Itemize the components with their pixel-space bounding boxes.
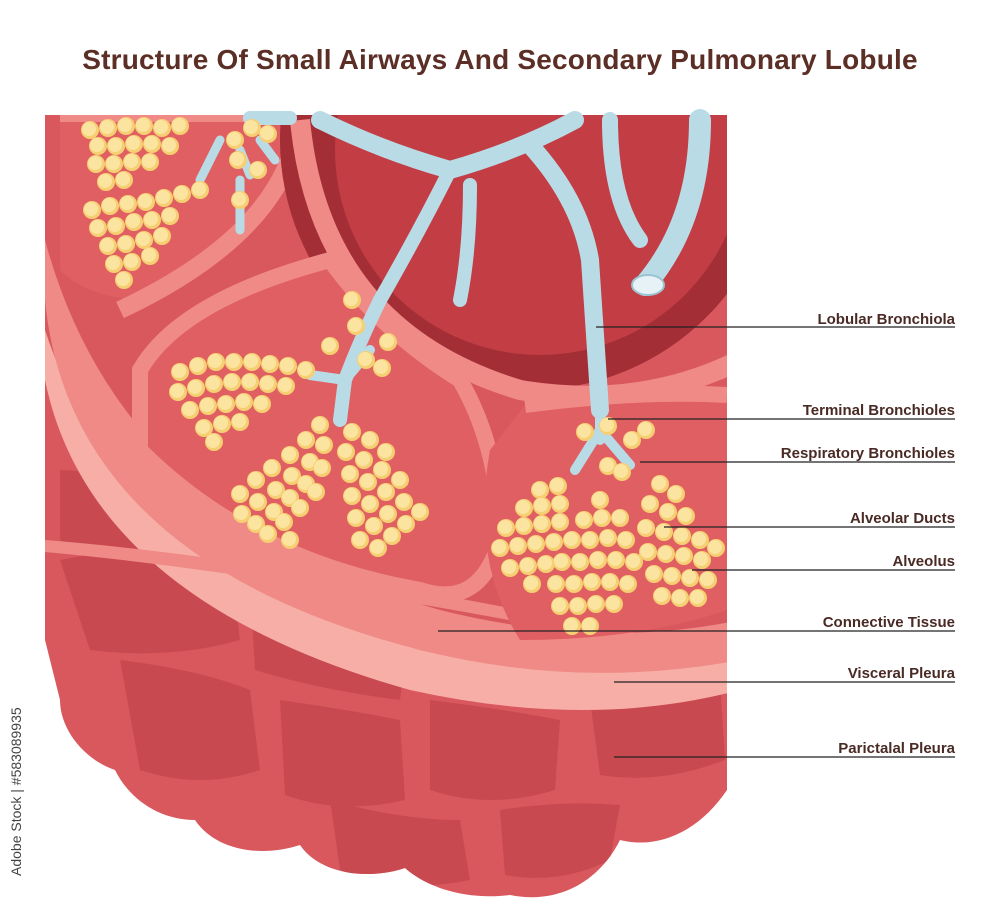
airway-opening xyxy=(631,274,665,296)
visceral-pleura-band xyxy=(45,330,727,710)
airway-tree xyxy=(195,109,711,475)
label-parietal-pleura: Parictalal Pleura xyxy=(838,740,955,757)
label-visceral-pleura: Visceral Pleura xyxy=(848,665,956,682)
leader-lines xyxy=(438,326,955,758)
label-lobular-bronchiola: Lobular Bronchiola xyxy=(817,311,955,328)
label-terminal-bronchioles: Terminal Bronchioles xyxy=(803,402,955,419)
pleura-cells xyxy=(60,470,725,886)
label-connective-tissue: Connective Tissue xyxy=(823,614,955,631)
label-respiratory-bronchioles: Respiratory Bronchioles xyxy=(781,445,955,462)
label-alveolar-ducts: Alveolar Ducts xyxy=(850,510,955,527)
labels: Lobular Bronchiola Terminal Bronchioles … xyxy=(781,311,956,757)
stock-id-text: Adobe Stock | #583089935 xyxy=(8,707,24,876)
label-alveolus: Alveolus xyxy=(892,553,955,570)
diagram-title: Structure Of Small Airways And Secondary… xyxy=(82,44,918,75)
